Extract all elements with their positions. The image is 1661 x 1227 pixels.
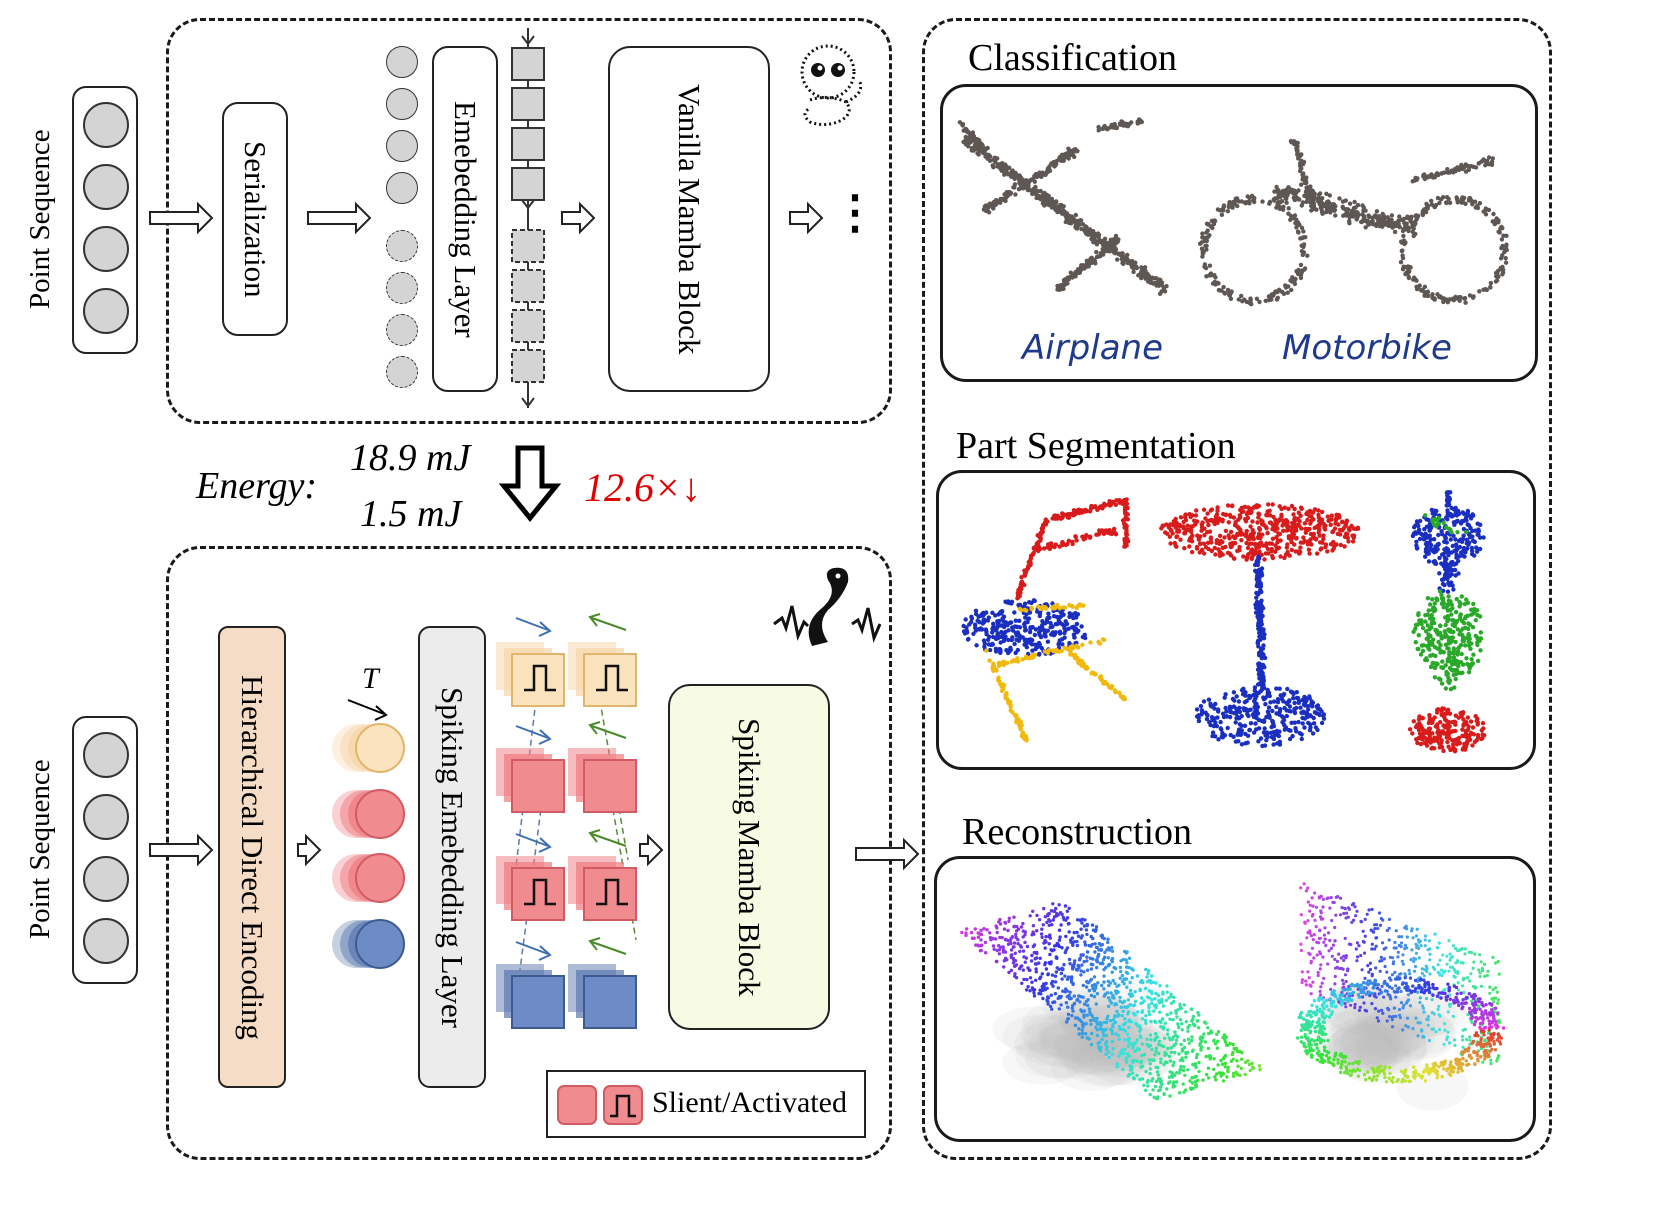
reconstruction-sheet-point-cloud (960, 902, 1262, 1101)
energy-before: 18.9 mJ (350, 437, 471, 479)
point-circle (83, 226, 129, 272)
time-axis-label: T (362, 662, 379, 695)
part-segmentation-title: Part Segmentation (956, 425, 1236, 467)
reconstruction-title: Reconstruction (962, 811, 1193, 853)
masked-token-circle (386, 314, 418, 346)
snake-mascot-icon (800, 44, 863, 127)
motorbike-label: Motorbike (1282, 328, 1452, 368)
point-circle (83, 794, 129, 840)
energy-reduction: 12.6×↓ (584, 465, 701, 510)
masked-token-circle (386, 272, 418, 304)
point-circle (83, 856, 129, 902)
chair-point-cloud (961, 497, 1131, 743)
point-circle (83, 732, 129, 778)
spiking-embedding-layer-box: Spiking Emebedding Layer (418, 626, 486, 1088)
airplane-label: Airplane (1022, 328, 1164, 368)
point-circle (83, 918, 129, 964)
energy-label: Energy: (196, 465, 317, 507)
tasks-panel (922, 18, 1552, 1160)
legend-swatches (557, 1085, 643, 1125)
table-point-cloud (1159, 502, 1361, 749)
input-point-sequence-top (72, 86, 138, 354)
point-circle (83, 288, 129, 334)
spiking-snake-icon (773, 567, 882, 646)
token-circle (386, 88, 418, 120)
hierarchical-encoding-box: Hierarchical Direct Encoding (218, 626, 286, 1088)
token-circle (386, 130, 418, 162)
vase-point-cloud (1407, 490, 1487, 754)
continuation-ellipsis: ⋮ (832, 187, 878, 238)
legend-box: Slient/Activated (546, 1070, 866, 1138)
airplane-point-cloud (957, 117, 1169, 296)
masked-token-circle (386, 230, 418, 262)
legend-label: Slient/Activated (652, 1086, 847, 1119)
input-point-sequence-bottom (72, 716, 138, 984)
energy-down-arrow (498, 445, 562, 522)
classification-title: Classification (968, 37, 1177, 79)
point-circle (83, 102, 129, 148)
embedding-layer-box: Emebedding Layer (432, 46, 498, 392)
token-circle (386, 172, 418, 204)
token-circle (386, 46, 418, 78)
reconstruction-torus-point-cloud (1296, 882, 1506, 1111)
energy-after: 1.5 mJ (360, 493, 462, 535)
serialization-box: Serialization (222, 102, 288, 336)
vanilla-mamba-block: Vanilla Mamba Block (608, 46, 770, 392)
motorbike-point-cloud (1197, 138, 1509, 307)
reconstruction-panel (934, 856, 1536, 1142)
classification-panel (940, 84, 1538, 382)
spiking-mamba-block: Spiking Mamba Block (668, 684, 830, 1030)
part-segmentation-panel (936, 470, 1536, 770)
point-circle (83, 164, 129, 210)
masked-token-circle (386, 356, 418, 388)
